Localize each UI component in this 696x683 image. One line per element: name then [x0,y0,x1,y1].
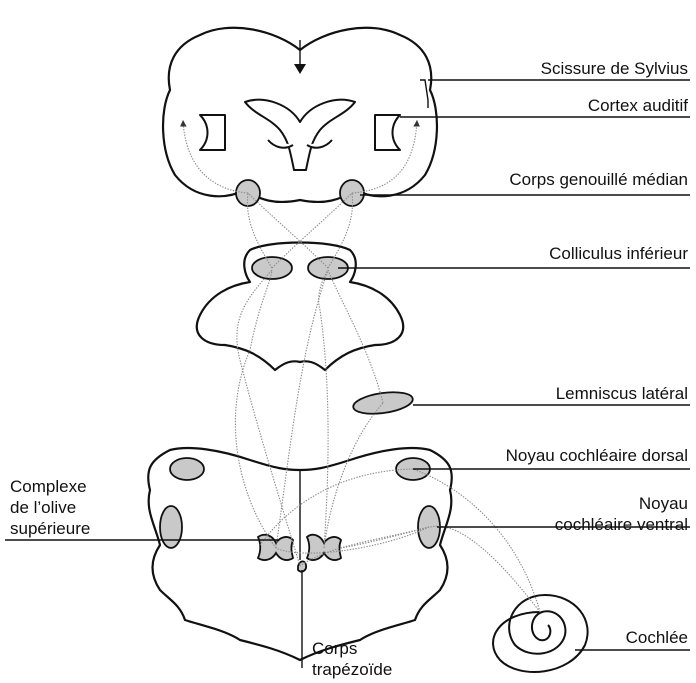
label-lemniscus: Lemniscus latéral [556,384,688,404]
label-trapezoide-line1: Corps [312,639,357,659]
noyau-ventral-gauche [160,506,182,548]
label-noyau-ventral-line1: Noyau [639,494,688,514]
brainstem-section [148,448,452,660]
label-olive-line1: Complexe [10,477,87,497]
midbrain-section [197,243,403,371]
label-colliculus: Colliculus inférieur [549,244,688,264]
noyau-dorsal-gauche [170,458,204,480]
label-scissure-sylvius: Scissure de Sylvius [541,59,688,79]
label-trapezoide-line2: trapézoïde [312,660,392,680]
label-noyau-dorsal: Noyau cochléaire dorsal [506,446,688,466]
label-cortex-auditif: Cortex auditif [588,96,688,116]
brain-section [163,28,437,206]
label-corps-genouille: Corps genouillé médian [509,170,688,190]
label-cochlee: Cochlée [626,628,688,648]
cochlea [493,595,588,672]
label-olive-line2: de l’olive [10,498,76,518]
label-olive-line3: supérieure [10,519,90,539]
label-noyau-ventral-line2: cochléaire ventral [555,515,688,535]
